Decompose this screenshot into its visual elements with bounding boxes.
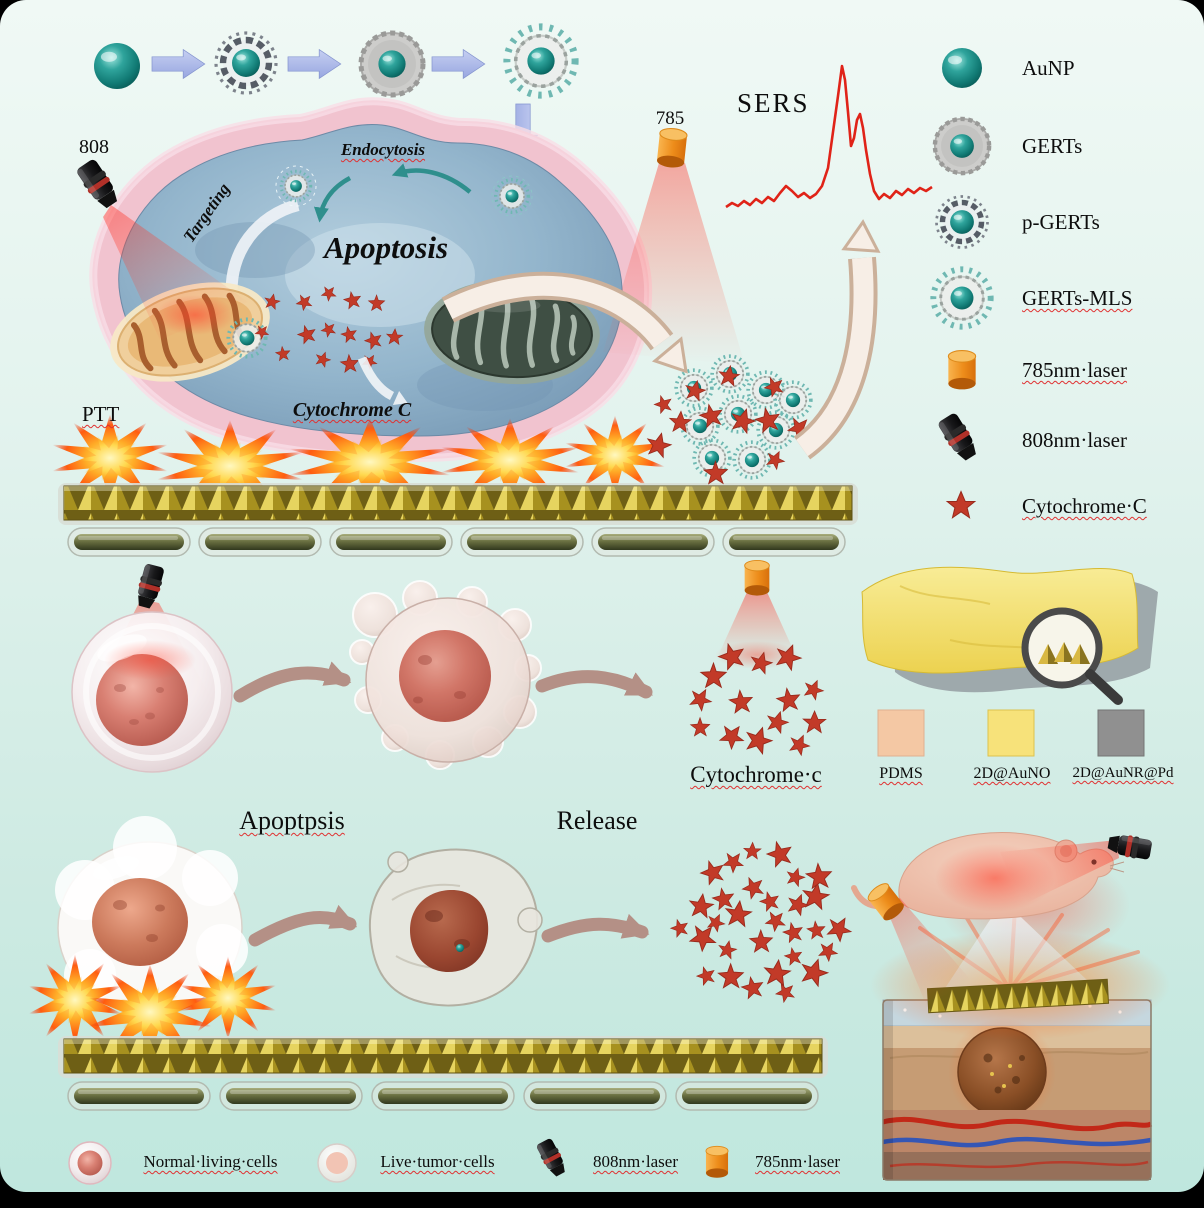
capsule — [591, 527, 715, 557]
tumor-cell-diagram — [89, 97, 653, 463]
capsule — [675, 1081, 819, 1111]
endosome-ring — [275, 165, 317, 207]
label-2d-auno: 2D@AuNO — [973, 765, 1051, 782]
capsule — [198, 527, 322, 557]
capsule — [722, 527, 846, 557]
bottom-legend-icons — [68, 1137, 729, 1185]
legend-panel — [933, 48, 990, 519]
laser-beam — [718, 592, 796, 656]
swatch-2d-auno — [987, 709, 1035, 757]
swatch-2d-aunr-pd — [1097, 709, 1145, 757]
laser-808-icon — [534, 1137, 569, 1179]
label-apoptpsis: Apoptpsis — [239, 806, 345, 835]
legend-label-aunp: AuNP — [1022, 56, 1075, 80]
legend-label-785nm-laser-bottom: 785nm·laser — [755, 1152, 840, 1171]
legend-label-tumor-cells: Live·tumor·cells — [380, 1152, 495, 1171]
capsule — [67, 1081, 211, 1111]
gerts-mls-particle-icon — [933, 269, 990, 326]
release-arrow — [441, 271, 688, 374]
laser-808-device — [133, 562, 166, 610]
magnifier-icon — [1021, 607, 1123, 705]
capsule — [329, 527, 453, 557]
sers-spectrum — [725, 64, 933, 209]
laser-785-device — [744, 559, 770, 597]
legend-label-p-gerts: p-GERTs — [1022, 210, 1100, 234]
gerts-mls-particle — [507, 27, 575, 95]
laser-beam — [886, 898, 975, 1002]
legend-label-808nm-laser: 808nm·laser — [1022, 428, 1127, 452]
step-arrow — [233, 661, 352, 703]
in-vivo-scene — [851, 831, 1170, 1181]
swatch-pdms — [877, 709, 925, 757]
legend-label-gerts: GERTs — [1022, 134, 1083, 158]
legend-label-808nm-laser-bottom: 808nm·laser — [593, 1152, 678, 1171]
apoptotic-cell — [349, 580, 542, 770]
label-cytochrome-c: Cytochrome C — [292, 399, 412, 421]
gold-nanoarray-strip — [58, 483, 858, 525]
blood-vessel-artery — [882, 1116, 1153, 1132]
cytochrome-star-icon — [946, 490, 976, 519]
laser-808-icon — [935, 411, 981, 464]
synthesis-row — [94, 27, 575, 158]
material-swatches — [877, 709, 1145, 757]
arrow-right-icon — [431, 48, 486, 80]
laser-beam — [1000, 840, 1119, 905]
capsule — [67, 527, 191, 557]
capsule — [219, 1081, 363, 1111]
label-cytochrome-release: Cytochrome·c — [690, 762, 822, 787]
laser-785-icon — [947, 350, 977, 390]
gerts-particle-icon — [935, 119, 989, 173]
capsule — [371, 1081, 515, 1111]
legend-label-gerts-mls: GERTs-MLS — [1022, 286, 1133, 310]
step-arrow — [535, 670, 653, 699]
label-release: Release — [556, 806, 638, 835]
label-ptt: PTT — [82, 402, 120, 426]
cytochrome-release-cluster — [668, 836, 856, 1006]
sers-arrow — [793, 219, 881, 460]
nanorod-capsule-row — [67, 1081, 819, 1111]
gerts-particle — [361, 33, 423, 95]
legend-label-cytochrome-c: Cytochrome·C — [1022, 494, 1147, 518]
capsule — [523, 1081, 667, 1111]
released-particle-cluster — [643, 356, 815, 489]
legend-label-785nm-laser: 785nm·laser — [1022, 358, 1127, 382]
step-arrow — [541, 913, 650, 943]
endocytosis-arrow — [391, 163, 472, 194]
nanorod-capsule-row — [67, 527, 846, 557]
blood-vessel-vein — [882, 1136, 1152, 1148]
targeting-arrow — [225, 199, 300, 299]
p-gerts-particle-icon — [937, 197, 988, 248]
label-808: 808 — [79, 136, 109, 158]
label-785: 785 — [655, 108, 685, 129]
endocytosis-arrow — [313, 176, 352, 223]
label-2d-aunr-pd: 2D@AuNR@Pd — [1072, 765, 1174, 781]
aunp-particle — [94, 43, 140, 89]
label-pdms: PDMS — [879, 765, 923, 782]
step-arrow — [248, 904, 358, 947]
pdms-film — [861, 566, 1158, 705]
gold-nanoarray-strip — [58, 1036, 828, 1078]
normal-cell — [71, 611, 233, 773]
dead-tumor-cell — [368, 848, 543, 1007]
arrow-right-icon — [287, 48, 342, 80]
laser-785-device — [655, 126, 689, 170]
label-apoptosis: Apoptosis — [323, 230, 449, 265]
label-endocytosis: Endocytosis — [340, 140, 426, 159]
p-gerts-particle — [216, 33, 276, 93]
sers-title: SERS — [737, 88, 810, 118]
tumor — [957, 1027, 1047, 1117]
aunp-sphere-icon — [942, 48, 982, 88]
laser-785-icon — [705, 1145, 729, 1179]
arrow-right-icon — [151, 48, 206, 80]
capsule — [460, 527, 584, 557]
legend-label-normal-cells: Normal·living·cells — [143, 1152, 278, 1171]
sers-readout-cone — [936, 900, 1110, 1002]
